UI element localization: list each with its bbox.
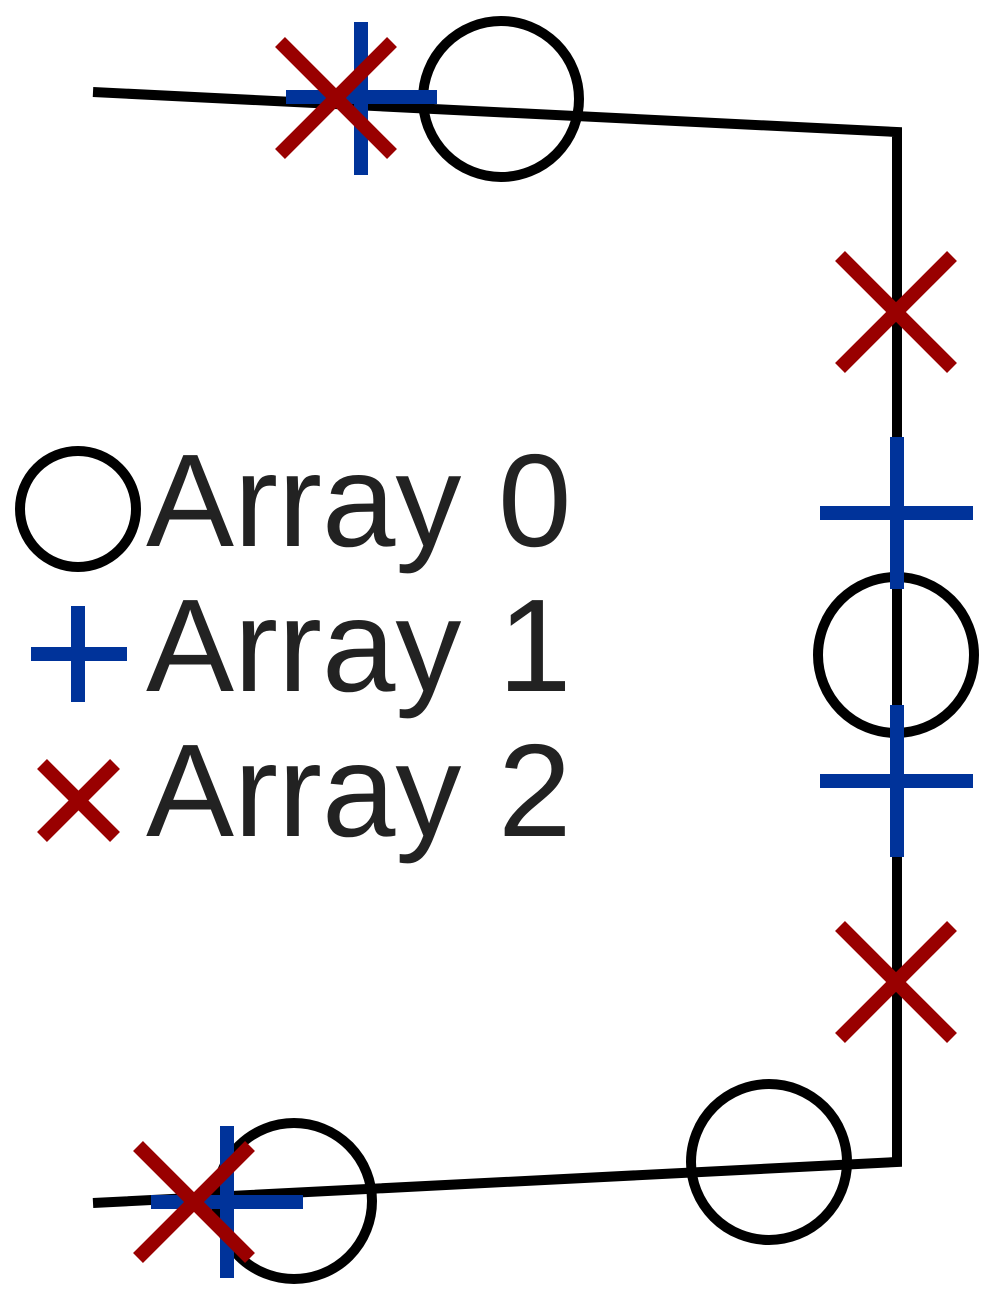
plus-icon <box>31 606 127 702</box>
cross-icon <box>37 759 120 842</box>
legend-label: Array 2 <box>146 717 571 864</box>
legend-label: Array 1 <box>146 572 571 719</box>
legend-entry-array-2: Array 2 <box>37 717 571 864</box>
array-2-marker <box>275 37 397 159</box>
array-0-marker <box>686 1079 852 1245</box>
legend-entry-array-1: Array 1 <box>31 572 571 719</box>
array-1-markers <box>151 22 973 1278</box>
array-2-marker <box>835 921 957 1043</box>
circle-icon <box>15 446 141 572</box>
legend-label: Array 0 <box>146 427 571 574</box>
array-2-marker <box>835 251 957 373</box>
path-line <box>92 87 902 1208</box>
array-1-marker <box>820 705 973 857</box>
array-1-marker <box>286 22 437 175</box>
array-2-markers <box>133 37 957 1263</box>
array-1-marker <box>820 437 973 589</box>
array-2-marker <box>133 1141 255 1263</box>
path-outline <box>92 87 902 1208</box>
array-1-marker <box>151 1126 303 1278</box>
legend: Array 0 Array 1 Array 2 <box>15 427 571 864</box>
legend-entry-array-0: Array 0 <box>15 427 571 574</box>
array-0-marker <box>418 16 584 182</box>
